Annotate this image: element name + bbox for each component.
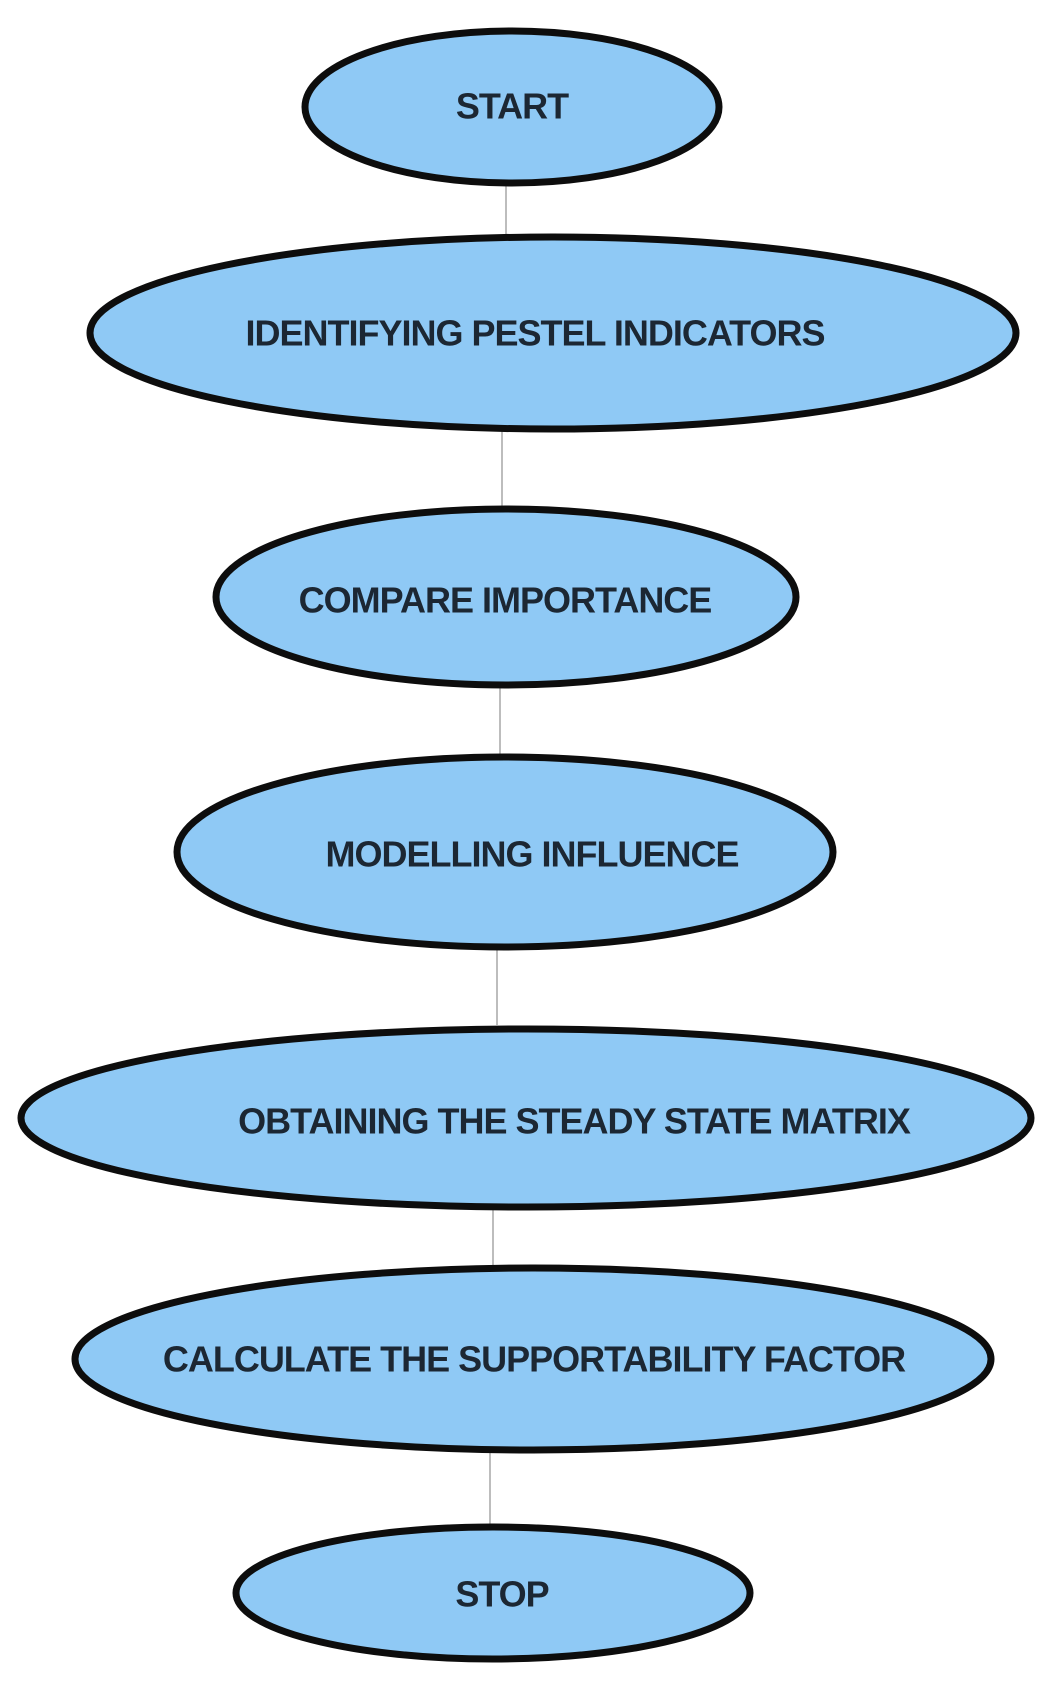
step-label: MODELLING INFLUENCE (326, 834, 739, 875)
step-label: COMPARE IMPORTANCE (299, 580, 712, 621)
process-ellipse (173, 753, 837, 951)
terminal-ellipse (301, 27, 723, 187)
step-label: START (456, 86, 569, 127)
flow-step-calculate-supportability-factor: CALCULATE THE SUPPORTABILITY FACTOR (71, 1264, 995, 1454)
step-label: CALCULATE THE SUPPORTABILITY FACTOR (163, 1339, 906, 1380)
flow-step-modelling-influence: MODELLING INFLUENCE (173, 753, 837, 951)
flow-step-start: START (301, 27, 723, 187)
terminal-ellipse (232, 1523, 754, 1663)
process-ellipse (86, 233, 1020, 433)
flow-step-compare-importance: COMPARE IMPORTANCE (212, 505, 800, 689)
step-label: STOP (455, 1574, 548, 1615)
step-label: OBTAINING THE STEADY STATE MATRIX (238, 1101, 911, 1142)
process-ellipse (212, 505, 800, 689)
flow-step-identifying-pestel-indicators: IDENTIFYING PESTEL INDICATORS (86, 233, 1020, 433)
process-ellipse (71, 1264, 995, 1454)
step-label: IDENTIFYING PESTEL INDICATORS (245, 313, 824, 354)
process-ellipse (17, 1025, 1035, 1211)
flow-step-stop: STOP (232, 1523, 754, 1663)
flow-step-obtaining-steady-state-matrix: OBTAINING THE STEADY STATE MATRIX (17, 1025, 1035, 1211)
